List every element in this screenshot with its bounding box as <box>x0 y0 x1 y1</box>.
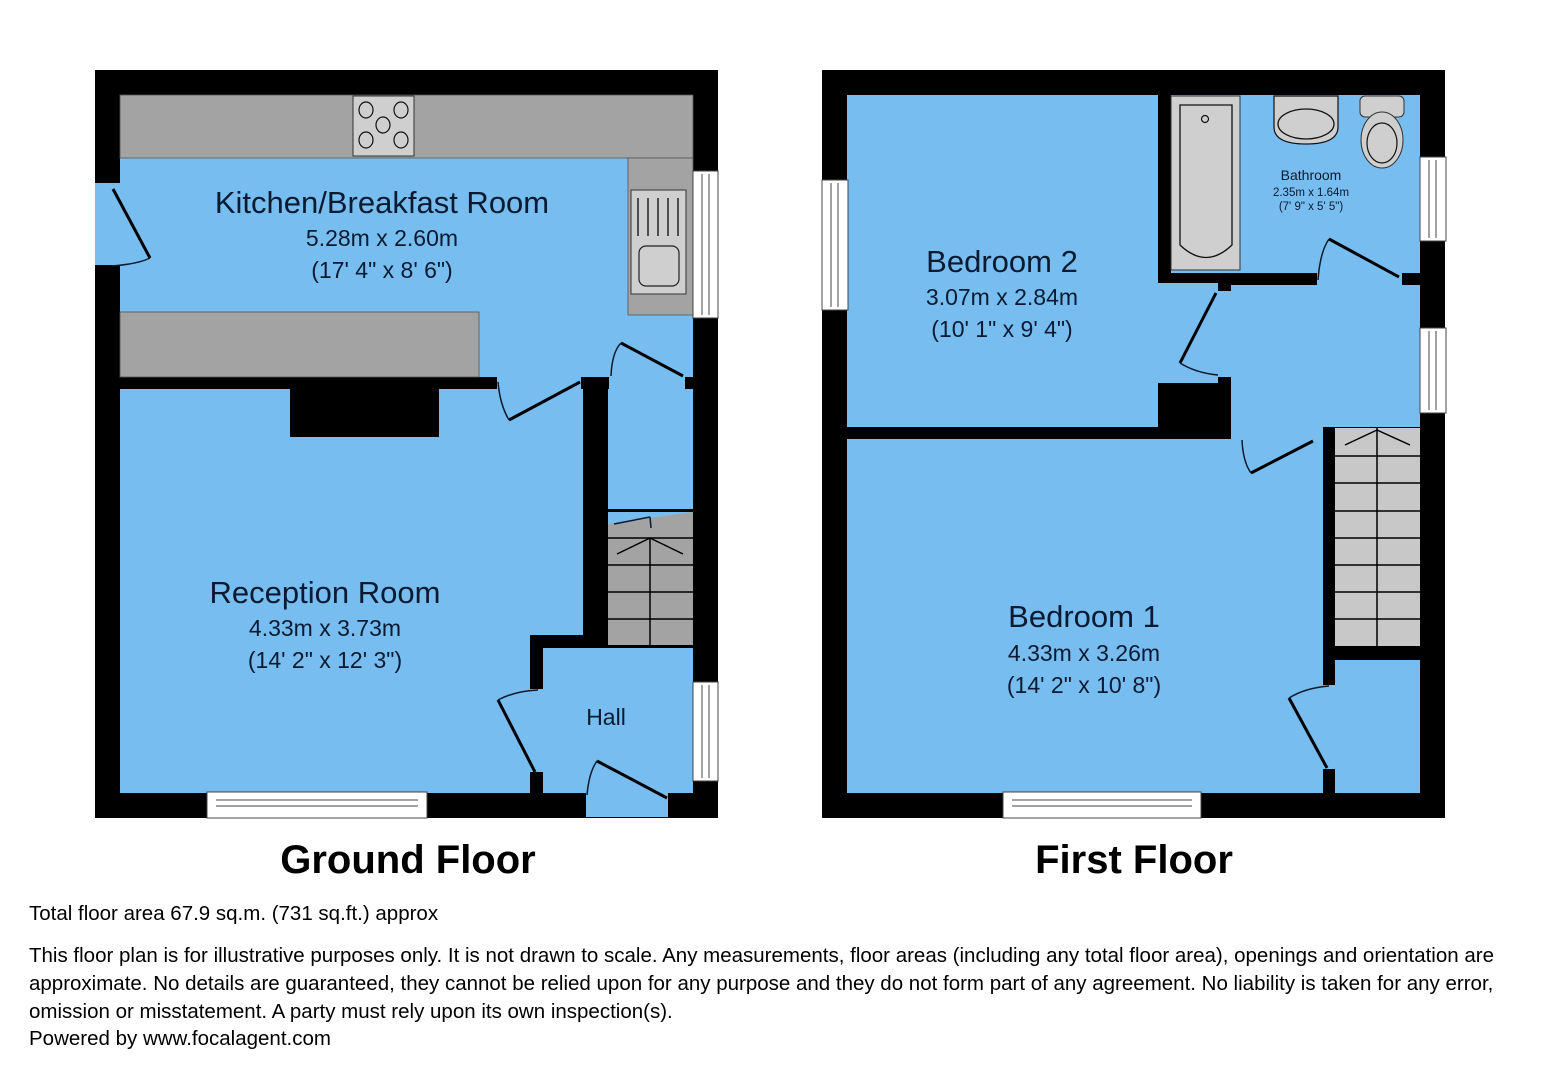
reception-name: Reception Room <box>210 575 441 610</box>
front-door-icon <box>586 759 668 817</box>
kitchen-imperial: (17' 4" x 8' 6") <box>311 257 452 283</box>
hall-name: Hall <box>586 704 626 730</box>
ground-floor-stairs-icon <box>608 512 693 645</box>
kitchen-name: Kitchen/Breakfast Room <box>215 185 549 220</box>
first-floor-cupboard <box>1335 660 1420 793</box>
ground-floor-plan: Kitchen/Breakfast Room 5.28m x 2.60m (17… <box>95 70 719 819</box>
hall-reception-door-icon <box>496 689 543 773</box>
bathtub-icon <box>1170 95 1241 271</box>
kitchen-metric: 5.28m x 2.60m <box>306 225 458 251</box>
bedroom-2-chimney <box>1171 383 1231 427</box>
bedroom-1-door-icon <box>1241 427 1314 475</box>
bedroom-1-room: Bedroom 1 4.33m x 3.26m (14' 2" x 10' 8"… <box>847 427 1323 793</box>
bathroom-metric: 2.35m x 1.64m <box>1273 187 1349 199</box>
powered-by-link[interactable]: Powered by www.focalagent.com <box>29 1027 331 1050</box>
first-floor-plan: Bedroom 2 3.07m x 2.84m (10' 1" x 9' 4") <box>821 70 1447 819</box>
bedroom-2-metric: 3.07m x 2.84m <box>926 284 1078 310</box>
reception-room: Reception Room 4.33m x 3.73m (14' 2" x 1… <box>120 389 583 793</box>
kitchen-room: Kitchen/Breakfast Room 5.28m x 2.60m (17… <box>119 94 694 378</box>
store-door-icon <box>609 341 685 389</box>
bedroom-2-window-icon <box>821 179 849 311</box>
cupboard-door-icon <box>1287 685 1336 769</box>
floor-plan-drawing: Kitchen/Breakfast Room 5.28m x 2.60m (17… <box>95 70 1447 819</box>
landing-window-icon <box>1419 327 1447 414</box>
bedroom-2-name: Bedroom 2 <box>926 244 1078 279</box>
toilet-icon <box>1359 95 1405 169</box>
landing-area <box>1231 285 1420 439</box>
bathroom-window-icon <box>1419 156 1447 242</box>
bathroom-imperial: (7' 9" x 5' 5") <box>1279 201 1343 213</box>
hall-window-icon <box>692 681 719 782</box>
bedroom-2-imperial: (10' 1" x 9' 4") <box>931 316 1072 342</box>
chimney-breast <box>290 389 439 437</box>
total-floor-area: Total floor area 67.9 sq.m. (731 sq.ft.)… <box>29 902 439 925</box>
first-floor-stairs-icon <box>1335 428 1420 646</box>
reception-metric: 4.33m x 3.73m <box>249 615 401 641</box>
bedroom-1-window-icon <box>1002 791 1202 819</box>
bathroom-room: Bathroom 2.35m x 1.64m (7' 9" x 5' 5") <box>1170 95 1420 273</box>
ground-floor-title: Ground Floor <box>280 838 536 882</box>
kitchen-worktop-lower <box>119 311 480 378</box>
kitchen-side-door-icon <box>95 183 152 267</box>
bedroom-2-door-icon <box>1178 291 1231 377</box>
kitchen-window-icon <box>692 170 719 319</box>
disclaimer-text: This floor plan is for illustrative purp… <box>29 944 1494 1023</box>
reception-imperial: (14' 2" x 12' 3") <box>248 647 402 673</box>
bathroom-door-icon <box>1317 237 1402 285</box>
first-floor-title: First Floor <box>1035 838 1233 882</box>
kitchen-reception-door-icon <box>497 377 581 422</box>
bedroom-2-room: Bedroom 2 3.07m x 2.84m (10' 1" x 9' 4") <box>847 95 1218 427</box>
reception-window-icon <box>206 791 428 819</box>
store-cupboard <box>608 389 693 509</box>
washbasin-icon <box>1273 95 1339 145</box>
bedroom-1-imperial: (14' 2" x 10' 8") <box>1007 672 1161 698</box>
hob-icon <box>352 95 415 157</box>
bedroom-1-metric: 4.33m x 3.26m <box>1008 640 1160 666</box>
sink-icon <box>630 189 687 295</box>
bedroom-1-name: Bedroom 1 <box>1008 599 1160 634</box>
hall-room: Hall <box>543 648 693 793</box>
bathroom-name: Bathroom <box>1281 167 1342 183</box>
